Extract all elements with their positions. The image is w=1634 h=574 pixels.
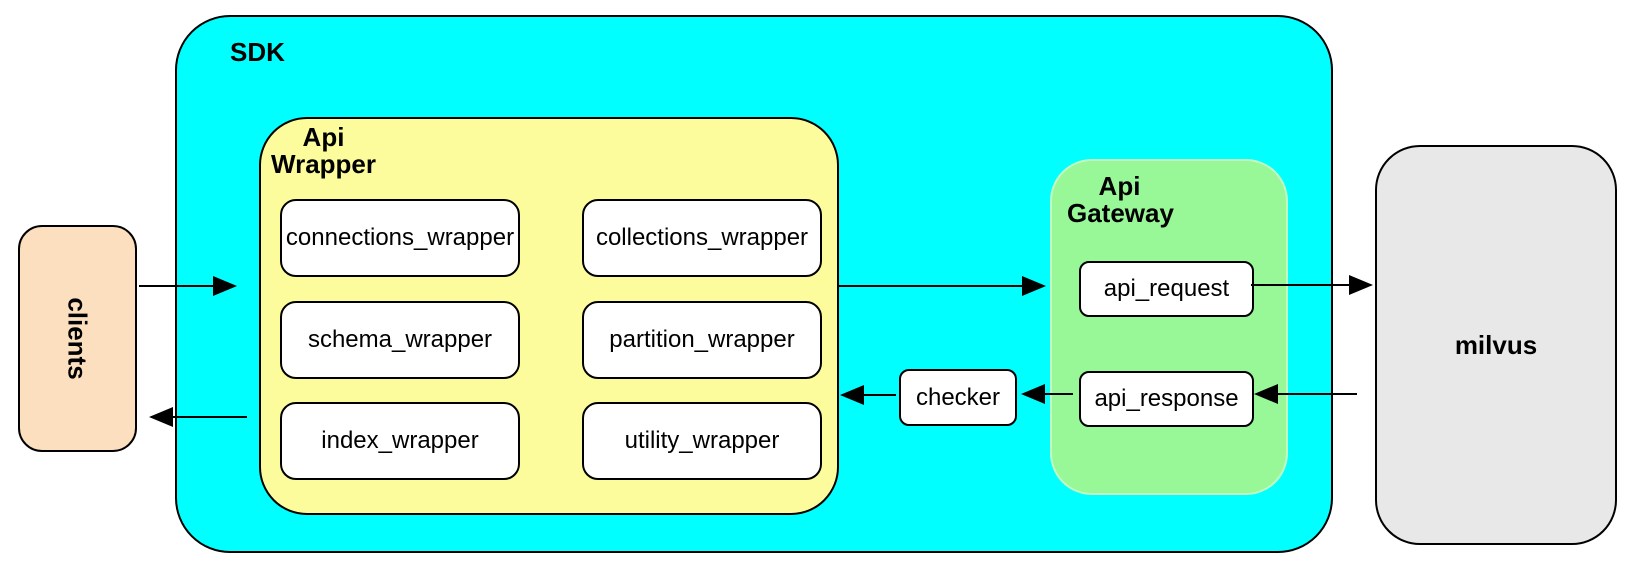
node-index-wrapper: index_wrapper: [280, 402, 520, 480]
node-schema-wrapper: schema_wrapper: [280, 301, 520, 379]
sdk-title: SDK: [230, 37, 285, 67]
schema-wrapper-label: schema_wrapper: [307, 326, 493, 353]
node-checker: checker: [899, 369, 1017, 426]
partition-wrapper-label: partition_wrapper: [609, 326, 795, 353]
milvus-label: milvus: [1454, 329, 1538, 360]
connections-wrapper-label: connections_wrapper: [285, 224, 515, 251]
node-collections-wrapper: collections_wrapper: [582, 199, 822, 277]
index-wrapper-label: index_wrapper: [321, 427, 479, 454]
api-gateway-title: Api Gateway: [1067, 171, 1174, 228]
collections-wrapper-label: collections_wrapper: [595, 224, 809, 251]
container-api-wrapper: Api Wrapper connections_wrapper collecti…: [259, 117, 839, 515]
container-api-gateway: Api Gateway api_request api_response: [1050, 159, 1288, 495]
clients-label: clients: [63, 297, 93, 380]
node-api-response: api_response: [1079, 371, 1254, 427]
node-utility-wrapper: utility_wrapper: [582, 402, 822, 480]
checker-label: checker: [915, 383, 1001, 411]
utility-wrapper-label: utility_wrapper: [624, 427, 780, 454]
container-sdk: SDK Api Wrapper connections_wrapper coll…: [175, 15, 1333, 553]
api-wrapper-title: Api Wrapper: [271, 122, 376, 179]
node-partition-wrapper: partition_wrapper: [582, 301, 822, 379]
node-connections-wrapper: connections_wrapper: [280, 199, 520, 277]
node-milvus: milvus: [1375, 145, 1617, 545]
node-clients: clients: [18, 225, 137, 452]
node-api-request: api_request: [1079, 261, 1254, 317]
api-request-label: api_request: [1103, 275, 1230, 302]
api-response-label: api_response: [1094, 385, 1239, 412]
